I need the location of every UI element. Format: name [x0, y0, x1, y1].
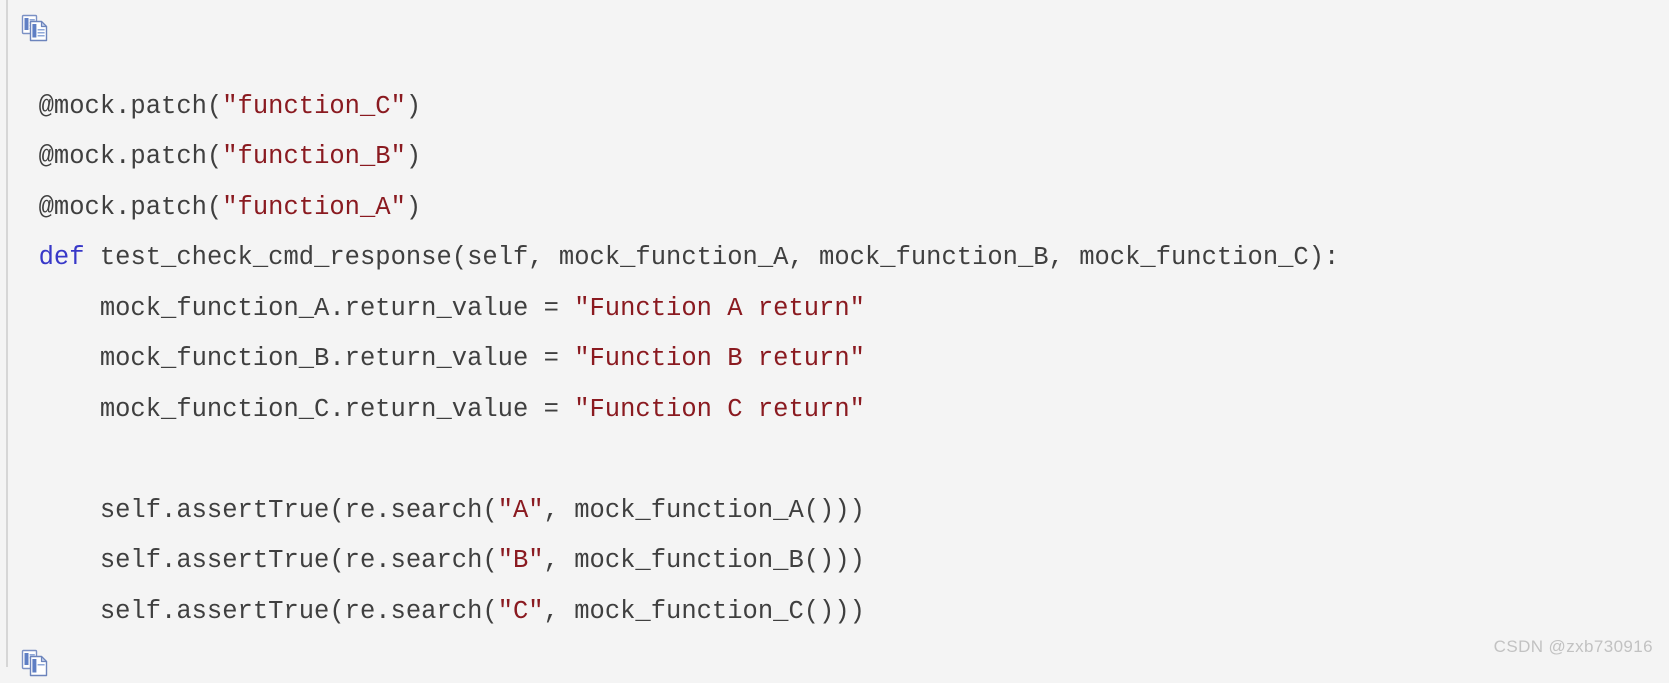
code-token-default: ): [405, 91, 422, 121]
code-token-default: test_check_cmd_response(self, mock_funct…: [84, 243, 1340, 272]
code-line: @mock.patch("function_B"): [8, 132, 1663, 183]
code-token-default: @mock.patch(: [8, 91, 223, 121]
code-token-default: self.assertTrue(re.search(: [8, 495, 498, 525]
code-token-default: , mock_function_B())): [543, 546, 865, 575]
code-token-string: "Function B return": [574, 344, 865, 373]
code-line: self.assertTrue(re.search("B", mock_func…: [8, 536, 1663, 587]
code-token-string: "Function C return": [574, 394, 865, 424]
code-token-default: self.assertTrue(re.search(: [8, 546, 498, 575]
code-line: mock_function_A.return_value = "Function…: [8, 284, 1663, 335]
code-token-default: ): [405, 192, 422, 222]
code-token-default: , mock_function_A())): [543, 495, 865, 525]
code-token-string: "B": [497, 546, 544, 575]
code-token-string: "A": [497, 495, 544, 525]
code-token-string: "Function A return": [574, 293, 865, 323]
code-line: self.assertTrue(re.search("C", mock_func…: [8, 587, 1663, 638]
code-line: self.assertTrue(re.search("A", mock_func…: [8, 486, 1663, 537]
code-line: def test_check_cmd_response(self, mock_f…: [8, 233, 1663, 284]
code-line: [8, 435, 1663, 486]
code-token-default: [8, 243, 39, 272]
code-token-string: "function_B": [222, 142, 406, 171]
code-line: @mock.patch("function_A"): [8, 183, 1663, 234]
gutter-strip: [0, 0, 6, 667]
code-token-default: @mock.patch(: [8, 142, 223, 171]
code-token-string: "function_C": [222, 91, 406, 121]
copy-icon[interactable]: [20, 648, 50, 678]
watermark: CSDN @zxb730916: [1493, 637, 1653, 656]
code-token-default: @mock.patch(: [8, 192, 223, 222]
code-token-default: mock_function_A.return_value =: [8, 293, 575, 323]
code-line: mock_function_C.return_value = "Function…: [8, 385, 1663, 436]
code-token-default: ): [405, 142, 422, 171]
code-token-default: self.assertTrue(re.search(: [8, 596, 498, 626]
code-token-string: "function_A": [222, 192, 406, 222]
code-token-keyword: def: [38, 243, 85, 272]
copy-icon[interactable]: [20, 13, 50, 43]
left-border-rule: [6, 0, 8, 667]
code-token-string: "C": [497, 596, 544, 626]
code-token-default: mock_function_C.return_value =: [8, 394, 575, 424]
code-token-default: , mock_function_C())): [543, 596, 865, 626]
code-line: mock_function_B.return_value = "Function…: [8, 334, 1663, 385]
code-token-default: mock_function_B.return_value =: [8, 344, 575, 373]
code-content[interactable]: @mock.patch("function_C") @mock.patch("f…: [8, 82, 1663, 638]
code-line: @mock.patch("function_C"): [8, 82, 1663, 133]
